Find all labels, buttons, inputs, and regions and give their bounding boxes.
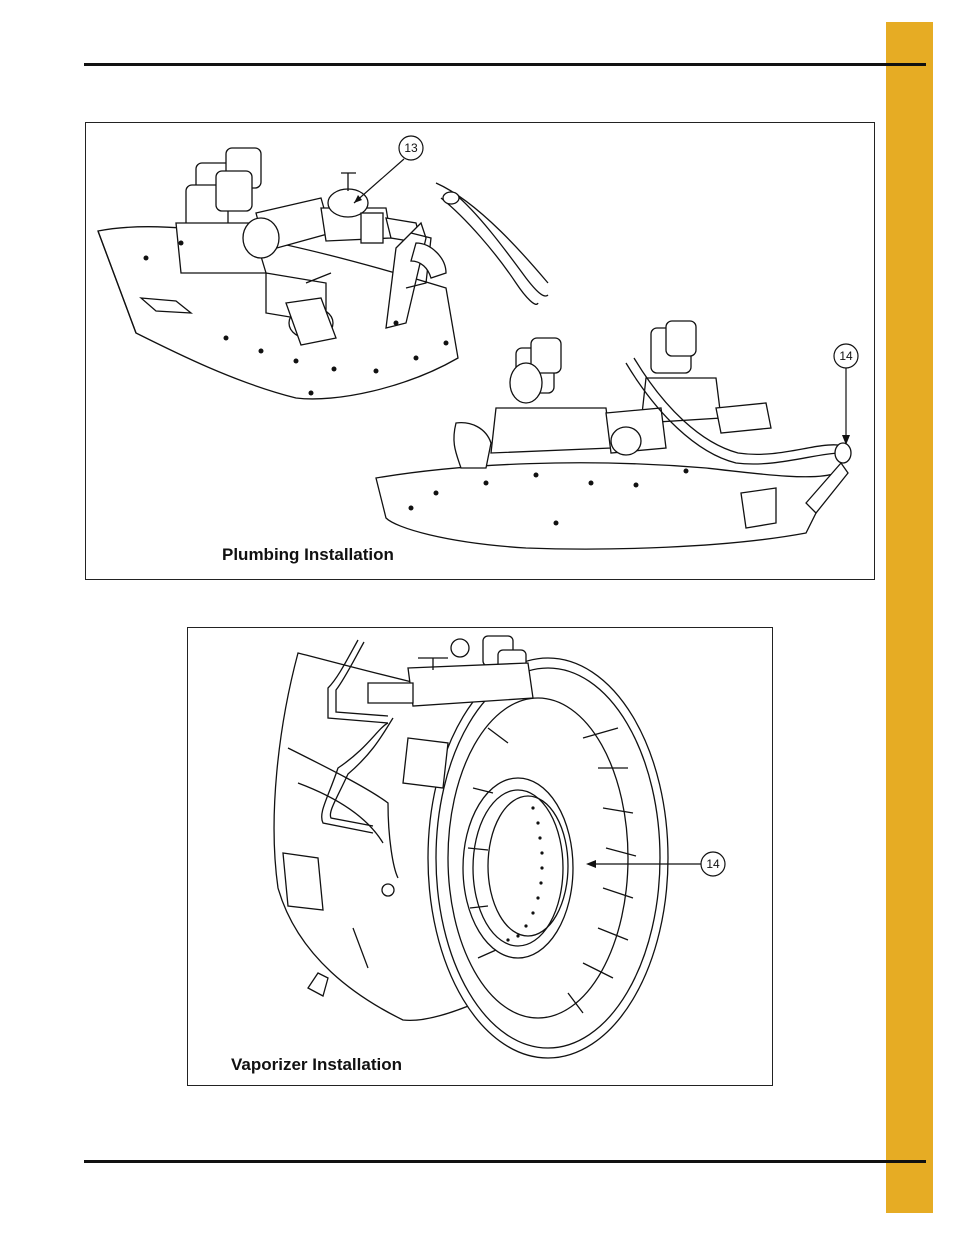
- vaporizer-installation-caption: Vaporizer Installation: [231, 1055, 402, 1075]
- callout-13: 13: [354, 136, 423, 203]
- plumbing-installation-caption: Plumbing Installation: [222, 545, 394, 565]
- footer-rule: [84, 1160, 926, 1163]
- header-rule: [84, 63, 926, 66]
- vaporizer-installation-figure: 14 Vaporizer Installation: [187, 627, 773, 1086]
- plumbing-drawing: 13 14: [86, 123, 874, 579]
- gold-side-tab: [886, 22, 933, 1213]
- svg-text:13: 13: [404, 141, 418, 155]
- vaporizer-drawing: 14: [188, 628, 772, 1085]
- svg-text:14: 14: [706, 857, 720, 871]
- svg-text:14: 14: [839, 349, 853, 363]
- plumbing-installation-figure: 13 14 Plumbing Installation: [85, 122, 875, 580]
- callout-14: 14: [834, 344, 858, 445]
